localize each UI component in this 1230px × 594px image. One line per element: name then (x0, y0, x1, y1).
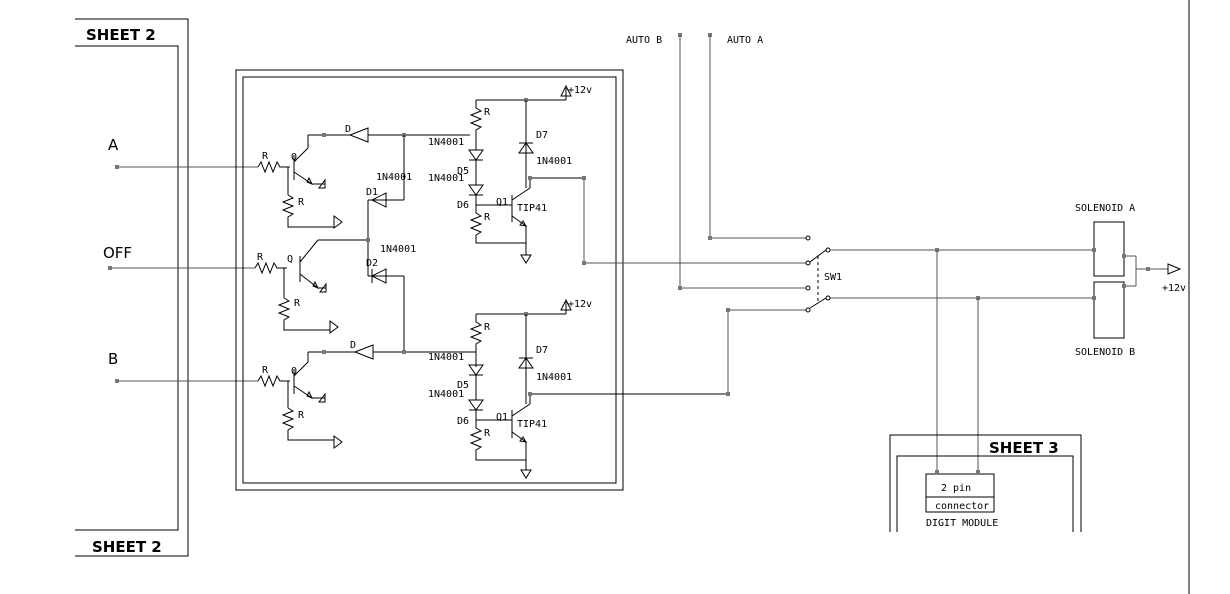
q1-label: Q1 (496, 197, 508, 208)
solenoid-supply-label: +12v (1162, 283, 1186, 294)
q-label: Q (287, 254, 293, 265)
driver-stage-b: R Q R D (257, 340, 476, 449)
input-a-label: A (108, 136, 119, 154)
q-label: Q (291, 366, 297, 377)
d5-label: D5 (457, 166, 469, 177)
diode-label: 1N4001 (380, 244, 416, 255)
r-label: R (484, 107, 491, 118)
output-stage-top: +12v R 1N4001 D5 1N4001 D6 R Q1 TIP41 D7… (428, 84, 592, 264)
sheet2-top-label: SHEET 2 (86, 26, 156, 44)
d-label: D (345, 124, 351, 135)
input-off-label: OFF (103, 244, 132, 262)
connector-name-label: connector (935, 501, 989, 512)
solenoid-b-label: SOLENOID B (1075, 347, 1135, 358)
input-lines: A OFF B (103, 136, 258, 383)
connector-pins-label: 2 pin (941, 483, 971, 494)
d1-label: D1 (366, 187, 378, 198)
r-label: R (298, 197, 305, 208)
solenoid-b (1093, 281, 1125, 339)
transistor-label: TIP41 (517, 419, 547, 430)
diode-label: 1N4001 (428, 173, 464, 184)
r-label: R (262, 151, 269, 162)
sheet3-connector: SHEET 3 2 pin connector DIGIT MODULE (889, 434, 1082, 532)
solenoids: SOLENOID A SOLENOID B +12v (1075, 203, 1186, 358)
board-outline-outer (235, 69, 624, 491)
r-label: R (257, 252, 264, 263)
driver-stage-off: R Q R D1 1N4001 D2 1N4001 (254, 135, 416, 352)
sw1-label: SW1 (824, 272, 842, 283)
r-label: R (484, 212, 491, 223)
digit-module-label: DIGIT MODULE (926, 518, 998, 529)
diode-label: 1N4001 (428, 352, 464, 363)
r-label: R (484, 428, 491, 439)
diode-label: 1N4001 (536, 156, 572, 167)
input-b-label: B (108, 350, 118, 368)
transistor-label: TIP41 (517, 203, 547, 214)
sheet3-label: SHEET 3 (989, 439, 1059, 457)
r-label: R (262, 365, 269, 376)
d7-label: D7 (536, 345, 548, 356)
plus12-label: +12v (568, 299, 592, 310)
diode-label: 1N4001 (536, 372, 572, 383)
q1-label: Q1 (496, 412, 508, 423)
plus12-label: +12v (568, 85, 592, 96)
r-label: R (484, 322, 491, 333)
switch-wiring: AUTO B AUTO A SW1 (582, 33, 1094, 472)
r-label: R (294, 298, 301, 309)
auto-a-label: AUTO A (727, 35, 763, 46)
d7-label: D7 (536, 130, 548, 141)
driver-stage-a: R Q R D (257, 124, 470, 229)
d5-label: D5 (457, 380, 469, 391)
two-pin-connector (925, 473, 995, 513)
diode-label: 1N4001 (428, 137, 464, 148)
auto-b-label: AUTO B (626, 35, 662, 46)
q-label: Q (291, 152, 297, 163)
diode-label: 1N4001 (376, 172, 412, 183)
d-label: D (350, 340, 356, 351)
d2-label: D2 (366, 258, 378, 269)
solenoid-a (1093, 221, 1125, 277)
sheet2-bottom-label: SHEET 2 (92, 538, 162, 556)
sheet2-bus: SHEET 2 SHEET 2 (75, 18, 189, 557)
output-stage-bottom: +12v R 1N4001 D5 1N4001 D6 R Q1 TIP41 D7… (428, 298, 728, 479)
solenoid-a-label: SOLENOID A (1075, 203, 1135, 214)
diode-label: 1N4001 (428, 389, 464, 400)
r-label: R (298, 410, 305, 421)
d6-label: D6 (457, 200, 469, 211)
d6-label: D6 (457, 416, 469, 427)
board-outline-inner (242, 76, 617, 484)
